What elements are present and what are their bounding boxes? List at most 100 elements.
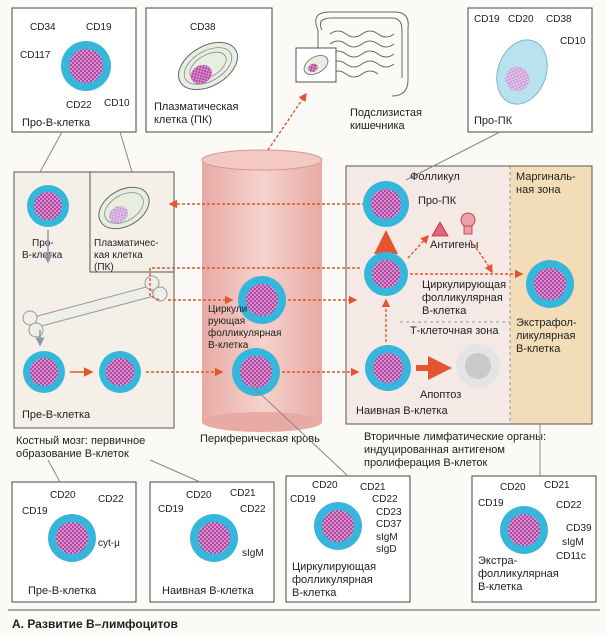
follicle-circ-1: Циркулирующая (422, 279, 506, 291)
pro-b-marker-1: CD19 (86, 22, 112, 33)
gut-illustration (315, 11, 409, 97)
pre-b-marker-1: CD22 (98, 494, 124, 505)
circ-follicular-panel-cell (314, 502, 362, 550)
extra-caption-3: В-клетка (478, 581, 523, 593)
plasma-marker: CD38 (190, 22, 216, 33)
extra-marker-2: CD19 (478, 498, 504, 509)
secondary-caption-2: индуцированная антигеном (364, 444, 505, 456)
circ-fol-marker-4: CD23 (376, 507, 402, 518)
bone-illustration (22, 275, 168, 338)
pro-b-cell (61, 41, 111, 91)
marrow-pre-b-label: Пре-В-клетка (22, 409, 91, 421)
pro-pc-marker-0: CD19 (474, 14, 500, 25)
extra-marker-3: CD22 (556, 500, 582, 511)
marrow-pro-b-cell (27, 185, 69, 227)
follicle-circulating-cell (364, 252, 408, 296)
circ-fol-marker-5: CD37 (376, 519, 402, 530)
marginal-extra-3: В-клетка (516, 343, 561, 355)
pre-b-marker-0: CD20 (50, 490, 76, 501)
connector-pro-b (39, 131, 63, 173)
marrow-plasma-3: (ПК) (94, 262, 114, 273)
circ-fol-caption-2: фолликулярная (292, 574, 373, 586)
circ-fol-marker-2: CD19 (290, 494, 316, 505)
circ-fol-caption-1: Циркулирующая (292, 561, 376, 573)
naive-b-caption: Наивная В-клетка (162, 585, 254, 597)
marrow-plasma-2: кая клетка (94, 250, 143, 261)
extra-marker-6: CD11c (556, 551, 586, 562)
plasma-caption-2: клетка (ПК) (154, 114, 212, 126)
circ-fol-marker-1: CD21 (360, 482, 386, 493)
marginal-extra-1: Экстрафол- (516, 317, 577, 329)
connector-plasma (119, 131, 133, 173)
connector-pro-pc (405, 131, 501, 181)
connector-pre-b (47, 459, 61, 483)
connector-naive-b (149, 459, 201, 483)
marginal-label-1: Маргиналь- (516, 171, 576, 183)
circ-fol-marker-7: sIgD (376, 544, 397, 555)
pre-b-panel-cell (48, 514, 96, 562)
extra-marker-4: CD39 (566, 523, 592, 534)
follicle-label: Фолликул (410, 171, 460, 183)
secondary-caption-3: пролиферация В-клеток (364, 457, 488, 469)
pro-b-marker-2: CD117 (20, 50, 51, 61)
naive-b-marker-4: sIgM (242, 548, 264, 559)
apoptosis-label: Апоптоз (420, 389, 461, 401)
naive-b-marker-1: CD21 (230, 488, 256, 499)
pro-pc-marker-3: CD10 (560, 36, 586, 47)
figure-title: А. Развитие В–лимфоцитов (12, 617, 178, 631)
extra-caption-1: Экстра- (478, 555, 518, 567)
marrow-caption-1: Костный мозг: первичное (16, 435, 145, 447)
extra-caption-2: фолликулярная (478, 568, 559, 580)
follicle-circ-2: фолликулярная (422, 292, 503, 304)
pro-b-marker-4: CD10 (104, 98, 130, 109)
marginal-extrafollicular-cell (526, 260, 574, 308)
pre-b-caption: Пре-В-клетка (28, 585, 97, 597)
marginal-label-2: ная зона (516, 184, 561, 196)
blood-circ-2: рующая (208, 316, 245, 327)
arrow-antigen-2 (469, 239, 493, 274)
blood-circ-3: фолликулярная (208, 327, 281, 339)
gut-caption-2: кишечника (350, 120, 406, 132)
marrow-pro-b-2: В-клетка (22, 250, 63, 261)
gut-caption-1: Подслизистая (350, 107, 422, 119)
pre-b-panel (11, 481, 137, 603)
plasma-cell (178, 41, 238, 91)
plasma-caption-1: Плазматическая (154, 101, 239, 113)
marrow-pre-b-cell-1 (23, 351, 65, 393)
naive-b-panel-cell (190, 514, 238, 562)
naive-b-marker-3: CD22 (240, 504, 266, 515)
pro-b-marker-3: CD22 (66, 100, 92, 111)
blood-circ-4: В-клетка (208, 340, 249, 351)
follicle-pro-pc-cell (363, 181, 409, 227)
pro-pc-marker-1: CD20 (508, 14, 534, 25)
circ-fol-caption-3: В-клетка (292, 587, 337, 599)
follicle-pro-pc-label: Про-ПК (418, 195, 457, 207)
marrow-plasma-cell (98, 186, 150, 230)
follicle-circ-3: В-клетка (422, 305, 467, 317)
marrow-caption-2: образование В-клеток (16, 448, 129, 460)
secondary-caption-1: Вторичные лимфатические органы: (364, 431, 546, 443)
antigen-icon (431, 212, 476, 237)
naive-b-marker-2: CD19 (158, 504, 184, 515)
pro-pc-marker-2: CD38 (546, 14, 572, 25)
naive-b-marker-0: CD20 (186, 490, 212, 501)
blood-naive-cell (232, 348, 280, 396)
blood-circ-1: Циркули (208, 304, 247, 315)
extra-marker-5: sIgM (562, 537, 584, 548)
extra-marker-0: CD20 (500, 482, 526, 493)
antigens-label: Антигены (430, 239, 479, 251)
naive-label: Наивная В-клетка (356, 405, 448, 417)
extrafollicular-panel-cell (500, 506, 548, 554)
connector-circ-fol (249, 383, 349, 477)
marrow-pro-b-1: Про- (32, 238, 54, 249)
follicle-naive-cell (365, 345, 411, 391)
apoptotic-cell (456, 344, 500, 388)
pre-b-marker-3: cyt-μ (98, 538, 120, 549)
pro-pc-cell (496, 39, 548, 105)
arrow-loop-top (149, 267, 360, 301)
t-zone-label: Т-клеточная зона (410, 325, 499, 337)
pro-pc-caption: Про-ПК (474, 115, 513, 127)
pre-b-marker-2: CD19 (22, 506, 48, 517)
extra-marker-1: CD21 (544, 480, 570, 491)
